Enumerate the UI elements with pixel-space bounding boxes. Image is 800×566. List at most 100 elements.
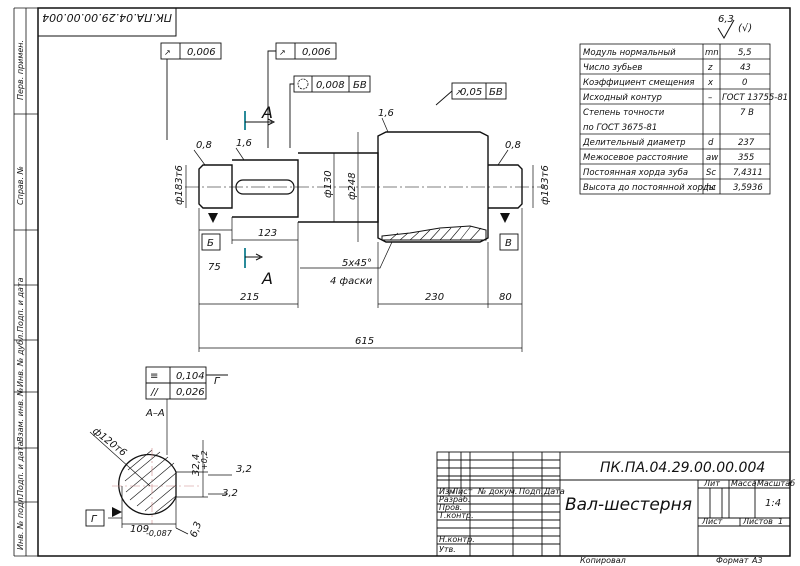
dim-key-off: 75 xyxy=(208,262,221,273)
section-arrow-bottom xyxy=(245,253,264,261)
runout-left: 0,006 xyxy=(187,47,216,58)
datum-g-box xyxy=(85,509,105,527)
circ-runout: 0,008 xyxy=(316,80,345,91)
section-circle xyxy=(118,453,177,516)
param-name: Степень точности xyxy=(583,108,665,118)
param-name: по ГОСТ 3675-81 xyxy=(583,123,657,133)
param-sym: hc xyxy=(706,183,716,193)
side-strip xyxy=(13,7,38,557)
section-letter-bottom: А xyxy=(261,269,273,288)
dim-len-total: 615 xyxy=(355,336,374,347)
tolerance-frames xyxy=(145,42,507,400)
face-runout-symbol: ↗ xyxy=(455,88,462,97)
runout-left-symbol: ↗ xyxy=(164,48,171,57)
tb-row-list: Лист xyxy=(451,487,473,496)
tb-sheet-label: Лист xyxy=(701,517,723,526)
face-runout: 0,05 xyxy=(460,87,482,98)
datum-v: В xyxy=(505,238,512,249)
param-name: Постоянная хорда зуба xyxy=(583,168,688,178)
tb-copied: Копировал xyxy=(580,556,626,565)
datum-g-triangle xyxy=(112,507,122,517)
tb-sheets: 1 xyxy=(778,517,783,526)
param-name: Коэффициент смещения xyxy=(583,78,694,88)
roughness-value: 6,3 xyxy=(718,14,734,25)
tb-scale: 1:4 xyxy=(765,498,781,509)
param-val: 7 В xyxy=(740,108,754,118)
datum-v-triangle xyxy=(500,213,510,223)
param-val: 355 xyxy=(738,153,754,163)
side-label-2: Справ. № xyxy=(16,166,25,205)
param-name: Число зубьев xyxy=(583,63,642,73)
gear-hatch xyxy=(389,225,482,241)
tb-row-doc: № докум. xyxy=(477,487,517,496)
tb-col-scale: Масштаб xyxy=(757,479,795,488)
section-datum: Г xyxy=(214,376,221,387)
keyway-slot xyxy=(235,179,295,195)
dim-d-gear: ф248 xyxy=(347,172,358,200)
section-w1: 3,2 xyxy=(236,464,252,475)
tb-row-izm: Изм xyxy=(439,487,455,496)
datum-g: Г xyxy=(91,514,98,525)
title-block-grid xyxy=(436,451,791,557)
runout-mid: 0,006 xyxy=(302,47,331,58)
param-name: Межосевое расстояние xyxy=(583,153,688,163)
param-name: Модуль нормальный xyxy=(583,48,676,58)
roughness-mark: (√) xyxy=(738,23,752,34)
face-datum: БВ xyxy=(489,87,503,98)
param-val: 7,4311 xyxy=(733,168,763,178)
dim-radius-2: 1,6 xyxy=(378,108,394,119)
param-val: 5,5 xyxy=(738,48,752,58)
param-val: 0 xyxy=(742,78,747,88)
roughness-symbol xyxy=(717,19,735,39)
tb-role-tcontrol: Т.контр. xyxy=(439,511,474,520)
side-label-3: Подп. и дата xyxy=(16,277,25,332)
tb-designation: ПК.ПА.04.29.00.00.004 xyxy=(600,460,765,476)
tb-row-sign: Подп. xyxy=(519,487,543,496)
param-sym: x xyxy=(707,78,714,88)
dim-d-mid: ф130 xyxy=(323,170,334,198)
circ-datum: БВ xyxy=(353,80,367,91)
gear-tooth-section xyxy=(381,225,487,241)
param-sym: aw xyxy=(706,153,718,163)
section-key-tol: -0,087 xyxy=(146,529,173,538)
tb-role-approve: Утв. xyxy=(439,545,456,554)
param-sym: – xyxy=(708,93,712,103)
side-label-5: Взам. инв. № xyxy=(16,388,25,442)
param-name: Высота до постоянной хорды xyxy=(583,183,716,193)
tb-role-ncontrol: Н.контр. xyxy=(439,535,475,544)
circular-runout-icon xyxy=(297,78,309,90)
datum-v-box xyxy=(499,233,519,251)
runout-mid-symbol: ↗ xyxy=(279,48,286,57)
datum-b: Б xyxy=(207,238,214,249)
param-sym: Sc xyxy=(706,168,716,178)
section-depth: 32,4 xyxy=(191,454,202,476)
dimension-lines xyxy=(185,117,534,352)
tb-format-val: А3 xyxy=(751,556,763,565)
side-label-1: Перв. примен. xyxy=(16,40,25,100)
section-sym-symbol: ≡ xyxy=(150,371,158,382)
param-val: 237 xyxy=(738,138,755,148)
top-designation-box xyxy=(37,7,177,37)
tb-col-lit: Лит xyxy=(703,479,720,488)
tb-format: Формат xyxy=(716,556,749,565)
section-arrow-top xyxy=(245,118,276,126)
params-table-grid xyxy=(579,43,771,195)
tb-row-date: Дата xyxy=(543,487,565,496)
param-sym: d xyxy=(708,138,714,148)
dim-key-len: 123 xyxy=(258,228,277,239)
tb-role-dev: Разраб. xyxy=(439,495,470,504)
section-rough: 6,3 xyxy=(188,520,204,539)
tb-sheets-label: Листов xyxy=(742,517,773,526)
param-sym: mn xyxy=(705,48,719,58)
section-par-symbol: // xyxy=(150,387,159,398)
section-w2: 3,2 xyxy=(222,488,238,499)
dim-len-gear: 230 xyxy=(425,292,444,303)
dim-len-right: 80 xyxy=(499,292,512,303)
section-sym: 0,104 xyxy=(176,371,205,382)
side-label-4: Инв. № дубл. xyxy=(16,332,25,387)
outer-frame xyxy=(37,7,791,557)
side-label-7: Инв. № подл. xyxy=(16,495,25,550)
params-rows: Модуль нормальный mn 5,5 Число зубьев z … xyxy=(582,48,788,193)
tb-name: Вал-шестерня xyxy=(565,495,692,515)
